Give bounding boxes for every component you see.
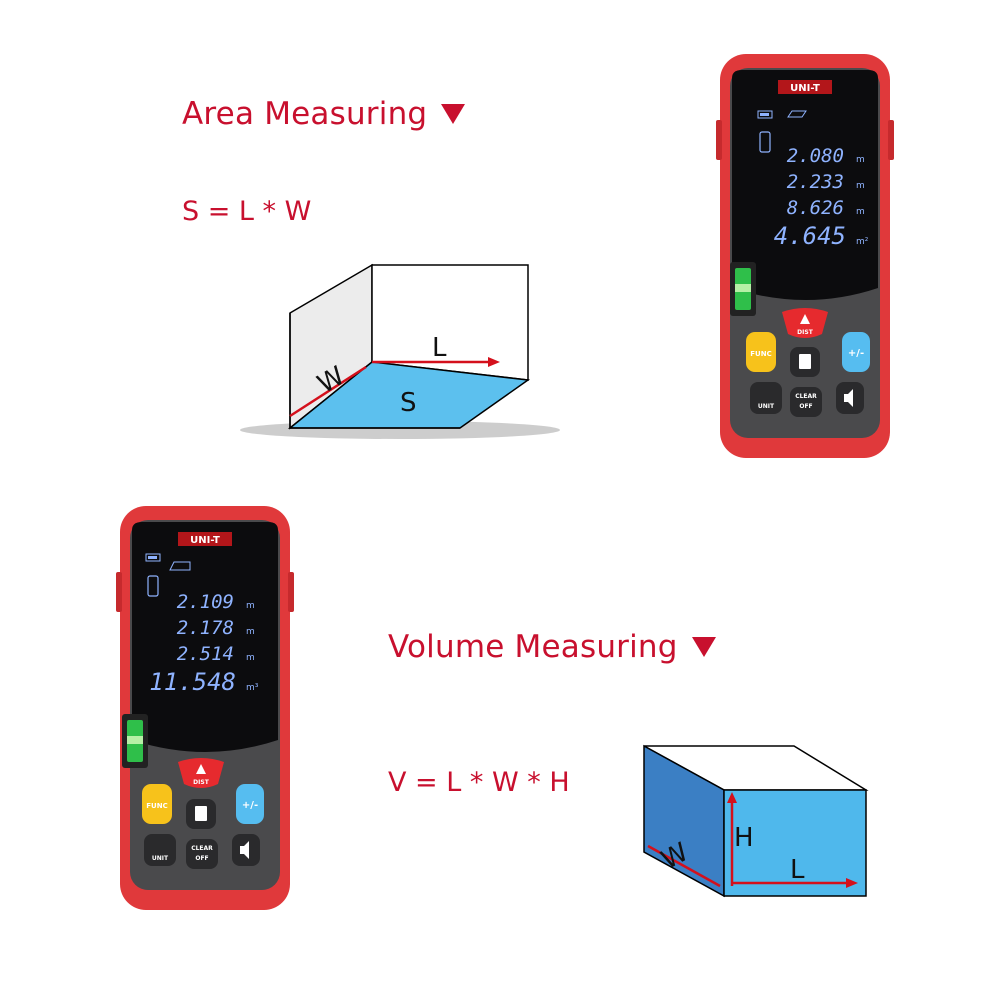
func-button[interactable]	[142, 784, 172, 824]
reading-1: 2.109	[177, 591, 234, 613]
memory-icon	[195, 806, 207, 821]
laser-icon	[196, 764, 206, 774]
speaker-icon	[240, 841, 249, 859]
brand-label	[178, 532, 232, 546]
reading-2: 2.233	[787, 171, 844, 193]
laser-icon	[800, 314, 810, 324]
reading-result: 4.645	[774, 222, 846, 250]
reading-2: 2.178	[177, 617, 234, 639]
volume-box-diagram: H L W	[643, 744, 869, 898]
unit-label: UNIT	[758, 403, 775, 410]
unit-1: m	[246, 601, 255, 611]
triangle-down-icon	[441, 103, 466, 124]
brand-label	[778, 80, 832, 94]
laser-meter-area: UNI-T 2.080 2.233 8.626 4.645 m m m m² D…	[716, 54, 894, 458]
area-box-diagram: L W S	[240, 263, 560, 439]
unit-3: m	[856, 207, 865, 217]
speaker-icon	[844, 389, 853, 407]
area-surface-label: S	[400, 388, 417, 418]
unit-3: m	[246, 653, 255, 663]
func-button[interactable]	[746, 332, 776, 372]
area-length-label: L	[432, 333, 447, 363]
reading-3: 2.514	[177, 643, 234, 665]
area-heading: Area Measuring	[182, 96, 466, 132]
unit-button[interactable]	[750, 382, 782, 414]
unit-button[interactable]	[144, 834, 176, 866]
brand-text: UNI-T	[190, 535, 220, 546]
volume-height-label: H	[734, 823, 754, 853]
reading-1: 2.080	[787, 145, 844, 167]
volume-length-label: L	[790, 855, 805, 885]
plus-minus-label: +/-	[242, 800, 258, 811]
width-arrow	[289, 365, 367, 418]
battery-icon	[145, 553, 161, 562]
lcd-screen	[732, 70, 878, 300]
plus-minus-button[interactable]	[236, 784, 264, 824]
unit-result: m²	[856, 237, 869, 247]
off-label: OFF	[195, 855, 208, 862]
unit-2: m	[246, 627, 255, 637]
unit-2: m	[856, 181, 865, 191]
volume-formula: V = L * W * H	[388, 767, 570, 798]
reference-icon	[147, 575, 159, 597]
area-mode-icon	[787, 110, 807, 118]
triangle-down-icon	[691, 636, 716, 657]
lcd-screen	[132, 522, 278, 752]
reading-result: 11.548	[149, 668, 236, 696]
func-label: FUNC	[750, 350, 771, 358]
battery-icon	[757, 110, 773, 119]
plus-minus-label: +/-	[848, 348, 864, 359]
reference-icon	[759, 131, 771, 153]
unit-1: m	[856, 155, 865, 165]
width-arrow	[647, 844, 721, 888]
reading-3: 8.626	[787, 197, 844, 219]
clear-off-button[interactable]	[790, 387, 822, 417]
dist-label: DIST	[797, 329, 814, 336]
laser-meter-volume: UNI-T 2.109 2.178 2.514 11.548 m m m m³ …	[116, 506, 294, 910]
area-heading-text: Area Measuring	[182, 96, 428, 132]
volume-box-front-face	[723, 789, 867, 897]
plus-minus-button[interactable]	[842, 332, 870, 372]
dist-label: DIST	[193, 779, 210, 786]
unit-label: UNIT	[152, 855, 169, 862]
volume-mode-icon	[169, 561, 191, 571]
clear-label: CLEAR	[795, 393, 817, 400]
func-label: FUNC	[146, 802, 167, 810]
clear-label: CLEAR	[191, 845, 213, 852]
volume-heading-text: Volume Measuring	[388, 629, 678, 665]
volume-heading: Volume Measuring	[388, 629, 716, 665]
off-label: OFF	[799, 403, 812, 410]
clear-off-button[interactable]	[186, 839, 218, 869]
brand-text: UNI-T	[790, 83, 820, 94]
memory-icon	[799, 354, 811, 369]
area-formula: S = L * W	[182, 196, 312, 227]
unit-result: m³	[246, 683, 259, 693]
